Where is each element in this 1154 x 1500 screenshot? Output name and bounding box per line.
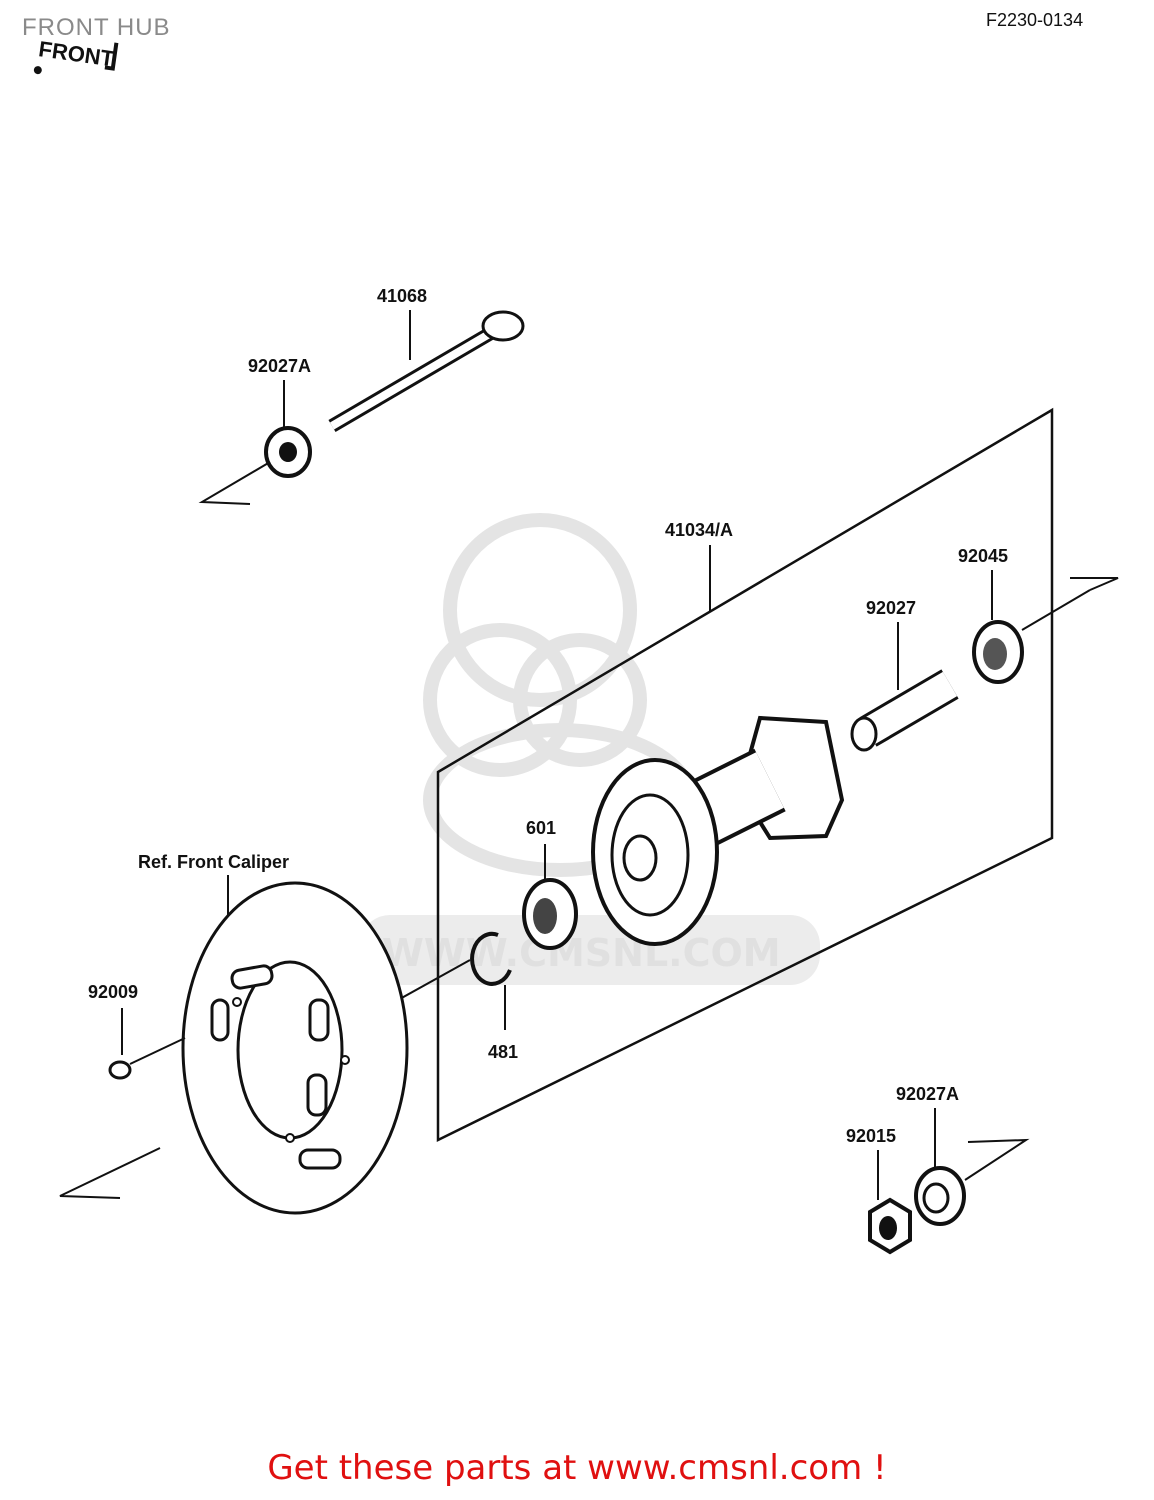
page-title: FRONT HUB [22, 14, 171, 41]
collar-92027A-bottom [914, 1166, 966, 1226]
label-481: 481 [488, 1042, 518, 1062]
label-41068: 41068 [377, 286, 427, 306]
hub-assembly-outline [436, 407, 1054, 1143]
label-601: 601 [526, 818, 556, 838]
collar-92027A-top [198, 380, 312, 505]
label-92015: 92015 [846, 1126, 896, 1146]
brake-disc [181, 881, 409, 1215]
label-92027A-bottom: 92027A [896, 1084, 959, 1104]
diagram-ref-code: F2230-0134 [986, 10, 1084, 30]
axle-41068 [328, 310, 525, 433]
hub-41034A [591, 715, 845, 946]
front-direction-badge: FRONT [33, 36, 119, 75]
label-92045: 92045 [958, 546, 1008, 566]
footer-cta-link[interactable]: Get these parts at www.cmsnl.com ! [267, 1448, 887, 1488]
svg-text:FRONT: FRONT [37, 36, 116, 71]
collar-92027 [850, 669, 959, 752]
nut-92015 [868, 1197, 912, 1255]
bearing-92045 [972, 620, 1024, 684]
label-92009: 92009 [88, 982, 138, 1002]
circlip-481 [470, 931, 512, 986]
screw-92009 [108, 1037, 186, 1080]
label-92027: 92027 [866, 598, 916, 618]
label-41034A: 41034/A [665, 520, 733, 540]
label-92027A-top: 92027A [248, 356, 311, 376]
bearing-601 [522, 878, 578, 950]
label-ref-front-caliper: Ref. Front Caliper [138, 852, 289, 872]
watermark-text: WWW.CMSNL.COM [382, 931, 781, 975]
